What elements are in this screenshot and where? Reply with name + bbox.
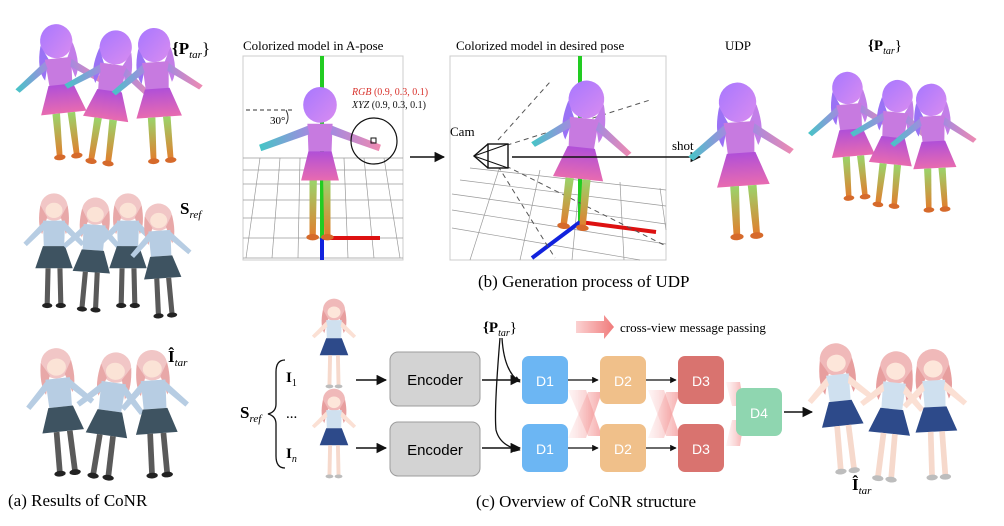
d2-bottom [600, 424, 646, 472]
encoder-top [389, 351, 481, 407]
caption-c: (c) Overview of CoNR structure [476, 492, 696, 511]
zoom-circle [350, 117, 398, 165]
axis-blue-pose [530, 220, 582, 260]
legend-arrow [576, 315, 614, 339]
apose-model [259, 87, 381, 241]
rgb-label: RGB (0.9, 0.3, 0.1) [351, 87, 428, 98]
ptar-group-b [803, 68, 981, 215]
shot-label: shot [672, 138, 694, 153]
frustum-top [497, 81, 551, 141]
d1-bottom [522, 424, 568, 472]
title-desired-pose: Colorized model in desired pose [456, 38, 624, 53]
d4 [736, 388, 782, 436]
d3-top-label: D3 [692, 373, 710, 389]
camera-icon [472, 143, 509, 169]
panel-a: {Ptar} Sref Îtar (a) Results of CoNR [8, 19, 210, 510]
ref-image-n [311, 388, 357, 479]
d2-top [600, 356, 646, 404]
sref-brace [267, 359, 286, 469]
label-sref-a: Sref [180, 199, 203, 221]
angle-arc [285, 109, 289, 125]
desired-pose-scene: Cam shot [449, 55, 702, 261]
label-sref-c: Sref [240, 403, 263, 425]
arrow-ptar-d1-bottom [494, 337, 521, 453]
d1-top-label: D1 [536, 373, 554, 389]
arrow-ptar-d1-top [501, 337, 521, 383]
caption-b: (b) Generation process of UDP [478, 272, 690, 291]
frustum-bottom [497, 165, 556, 259]
itar-output-illustration [802, 339, 972, 486]
xyz-label: XYZ (0.9, 0.3, 0.1) [351, 100, 426, 111]
d1-bottom-label: D1 [536, 441, 554, 457]
sample-point [370, 137, 377, 144]
input-dots: ... [286, 406, 297, 422]
encoder-bottom [389, 421, 481, 477]
title-apose: Colorized model in A-pose [243, 38, 384, 53]
input-in: In [286, 446, 297, 465]
d2-bottom-label: D2 [614, 441, 632, 457]
label-ptar-c: {Ptar} [483, 320, 517, 339]
d3-bottom [678, 424, 724, 472]
title-udp: UDP [725, 38, 751, 53]
d3-top [678, 356, 724, 404]
d2-top-label: D2 [614, 373, 632, 389]
encoder-top-label: Encoder [407, 372, 463, 389]
udp-output-figure [683, 78, 800, 244]
caption-a: (a) Results of CoNR [8, 491, 148, 510]
title-ptar-b: {Ptar} [868, 38, 902, 57]
label-itar-a: Îtar [168, 347, 188, 369]
input-i1: I1 [286, 370, 297, 389]
d3-bottom-label: D3 [692, 441, 710, 457]
d1-top [522, 356, 568, 404]
angle-label: 30° [270, 115, 285, 127]
cam-label: Cam [450, 124, 475, 139]
axis-red-pose [579, 220, 657, 234]
legend-text: cross-view message passing [620, 320, 766, 335]
sref-reference-illustration [23, 193, 197, 321]
label-ptar-a: {Ptar} [172, 39, 210, 61]
apose-scene: 30° RGB (0.9, 0.3, 0.1) XYZ (0.9, 0.3, 0… [242, 55, 428, 261]
label-itar-c: Îtar [852, 475, 872, 497]
panel-b: Colorized model in A-pose Colorized mode… [242, 38, 981, 291]
d4-label: D4 [750, 405, 768, 421]
encoder-bottom-label: Encoder [407, 442, 463, 459]
panel-c: Sref I1 ... In Encoder Encoder {Ptar} cr… [240, 298, 972, 511]
ref-image-1 [311, 298, 357, 389]
